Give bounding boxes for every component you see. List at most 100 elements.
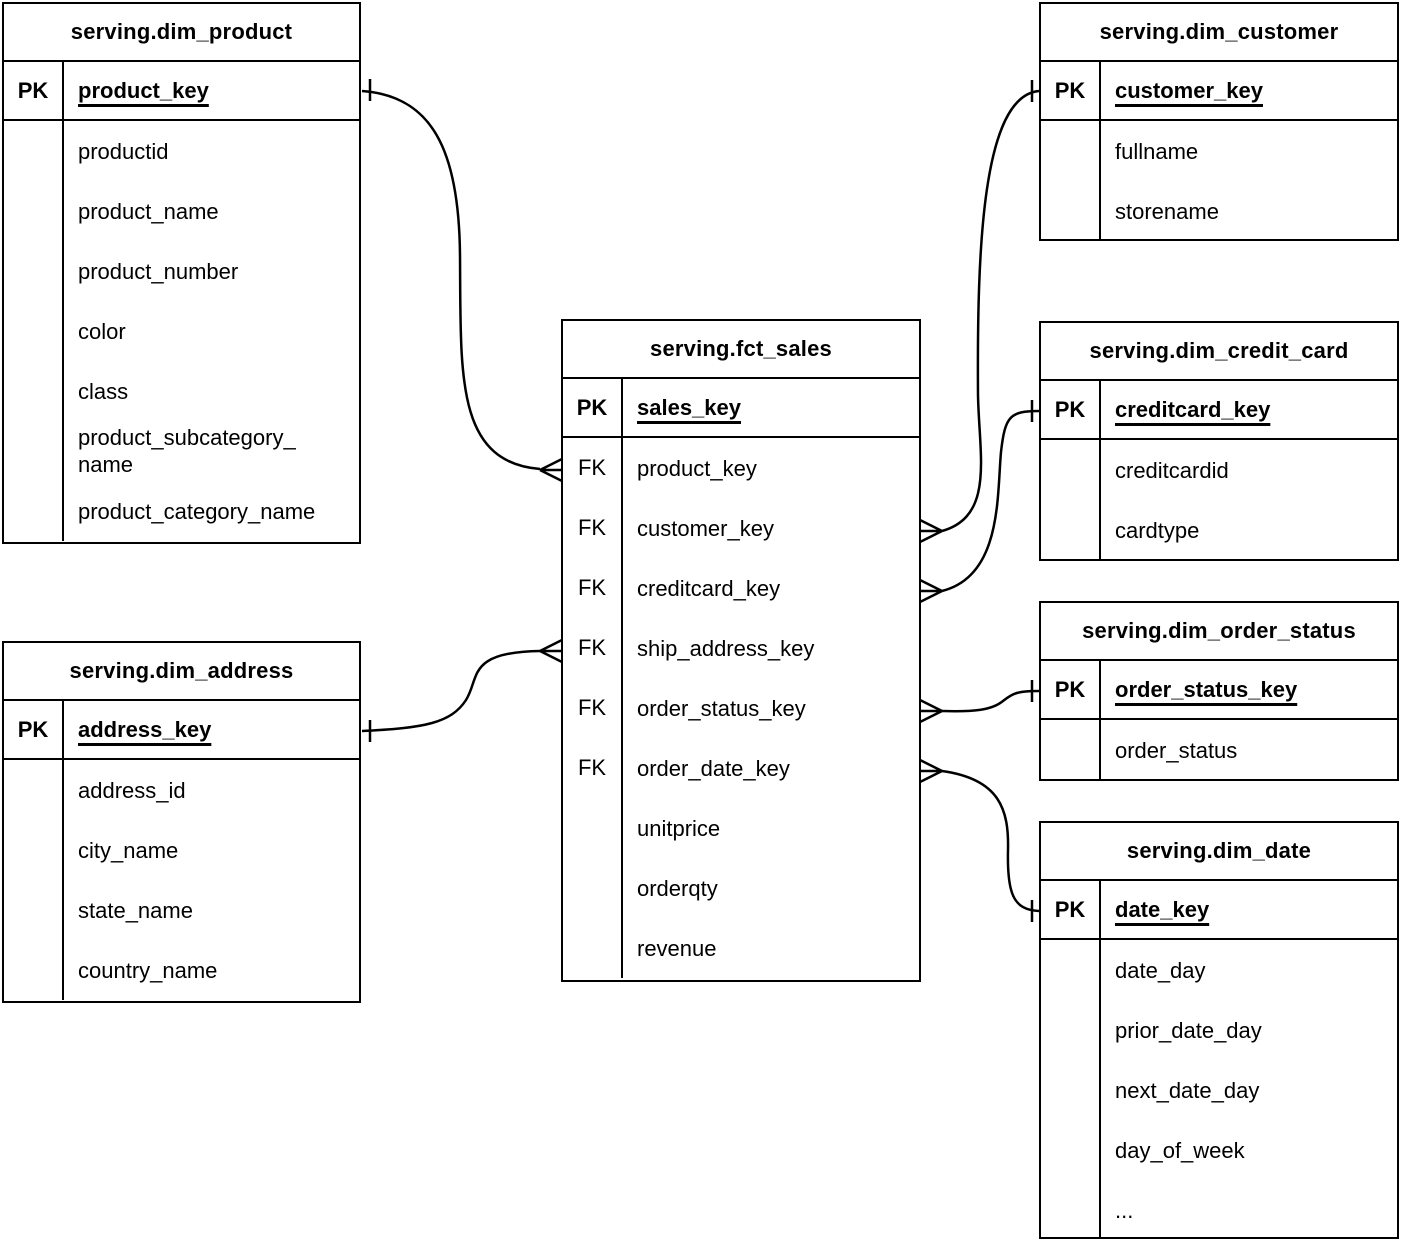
field-name: city_name bbox=[78, 837, 179, 863]
field-name: address_id bbox=[78, 777, 186, 803]
key-badge bbox=[4, 301, 64, 361]
table-row: storename bbox=[1041, 181, 1397, 239]
fk-badge: FK bbox=[563, 618, 623, 678]
key-badge bbox=[4, 880, 64, 940]
pk-row: PK address_key bbox=[4, 701, 359, 760]
table-title: serving.dim_product bbox=[4, 4, 359, 62]
table-row: order_status bbox=[1041, 720, 1397, 779]
entity-table-dim-order-status: serving.dim_order_status PK order_status… bbox=[1039, 601, 1399, 781]
fk-badge: FK bbox=[563, 438, 623, 498]
field-name: unitprice bbox=[637, 815, 721, 841]
table-row: orderqty bbox=[563, 858, 919, 918]
field-name: product_name bbox=[78, 198, 219, 224]
key-badge bbox=[4, 760, 64, 820]
field-name: creditcardid bbox=[1115, 457, 1229, 483]
table-row: state_name bbox=[4, 880, 359, 940]
key-badge bbox=[563, 858, 623, 918]
table-title: serving.dim_customer bbox=[1041, 4, 1397, 62]
table-row: color bbox=[4, 301, 359, 361]
key-badge bbox=[4, 481, 64, 541]
table-row: address_id bbox=[4, 760, 359, 820]
pk-badge: PK bbox=[1041, 881, 1101, 938]
table-row: FK order_date_key bbox=[563, 738, 919, 798]
key-badge bbox=[4, 940, 64, 1000]
table-row: product_subcategory_ name bbox=[4, 421, 359, 481]
field-name: order_status_key bbox=[637, 695, 806, 721]
field-name: country_name bbox=[78, 957, 218, 983]
key-badge bbox=[563, 918, 623, 978]
relationship-creditcard bbox=[919, 400, 1040, 604]
key-badge bbox=[1041, 1060, 1101, 1120]
field-name: order_date_key bbox=[637, 755, 790, 781]
table-row: class bbox=[4, 361, 359, 421]
pk-badge: PK bbox=[4, 62, 64, 119]
relationship-order-date bbox=[919, 758, 1040, 922]
field-name: productid bbox=[78, 138, 169, 164]
key-badge bbox=[1041, 720, 1101, 779]
field-name: customer_key bbox=[637, 515, 774, 541]
key-badge bbox=[1041, 940, 1101, 1000]
entity-table-dim-customer: serving.dim_customer PK customer_key ful… bbox=[1039, 2, 1399, 241]
table-row: day_of_week bbox=[1041, 1120, 1397, 1180]
field-name: next_date_day bbox=[1115, 1077, 1260, 1103]
crow-foot-many-icon bbox=[539, 638, 563, 664]
key-badge bbox=[4, 361, 64, 421]
table-title: serving.dim_credit_card bbox=[1041, 323, 1397, 381]
fk-badge: FK bbox=[563, 558, 623, 618]
pk-row: PK date_key bbox=[1041, 881, 1397, 940]
pk-row: PK creditcard_key bbox=[1041, 381, 1397, 440]
key-badge bbox=[1041, 121, 1101, 181]
field-name: fullname bbox=[1115, 138, 1199, 164]
relationship-order-status bbox=[919, 680, 1040, 724]
pk-badge: PK bbox=[1041, 381, 1101, 438]
table-title: serving.dim_order_status bbox=[1041, 603, 1397, 661]
table-title: serving.fct_sales bbox=[563, 321, 919, 379]
field-name: product_subcategory_ name bbox=[78, 425, 296, 477]
field-name: orderqty bbox=[637, 875, 718, 901]
field-name: order_status bbox=[1115, 737, 1238, 763]
pk-badge: PK bbox=[1041, 661, 1101, 718]
table-row: product_category_name bbox=[4, 481, 359, 541]
crow-foot-many-icon bbox=[919, 698, 943, 724]
table-title: serving.dim_date bbox=[1041, 823, 1397, 881]
pk-field-name: creditcard_key bbox=[1115, 397, 1271, 422]
pk-row: PK customer_key bbox=[1041, 62, 1397, 121]
key-badge bbox=[4, 820, 64, 880]
table-row: product_name bbox=[4, 181, 359, 241]
key-badge bbox=[1041, 440, 1101, 500]
pk-row: PK product_key bbox=[4, 62, 359, 121]
pk-field-name: address_key bbox=[78, 717, 212, 742]
relationship-line bbox=[941, 89, 1040, 533]
field-name: ... bbox=[1115, 1197, 1134, 1223]
table-row: city_name bbox=[4, 820, 359, 880]
table-row: productid bbox=[4, 121, 359, 181]
pk-field-name: order_status_key bbox=[1115, 677, 1298, 702]
relationship-line bbox=[941, 409, 1040, 593]
crow-foot-many-icon bbox=[539, 457, 563, 483]
table-row: fullname bbox=[1041, 121, 1397, 181]
field-name: prior_date_day bbox=[1115, 1017, 1262, 1043]
crow-foot-many-icon bbox=[919, 758, 943, 784]
relationship-line bbox=[941, 769, 1040, 913]
field-name: color bbox=[78, 318, 126, 344]
field-name: product_key bbox=[637, 455, 757, 481]
key-badge bbox=[4, 421, 64, 481]
key-badge bbox=[4, 121, 64, 181]
table-row: prior_date_day bbox=[1041, 1000, 1397, 1060]
crow-foot-many-icon bbox=[919, 578, 943, 604]
pk-row: PK sales_key bbox=[563, 379, 919, 438]
table-row: date_day bbox=[1041, 940, 1397, 1000]
key-badge bbox=[1041, 1120, 1101, 1180]
field-name: date_day bbox=[1115, 957, 1206, 983]
field-name: state_name bbox=[78, 897, 193, 923]
key-badge bbox=[4, 241, 64, 301]
fk-badge: FK bbox=[563, 738, 623, 798]
crow-foot-many-icon bbox=[919, 518, 943, 544]
entity-table-dim-credit-card: serving.dim_credit_card PK creditcard_ke… bbox=[1039, 321, 1399, 561]
entity-table-fct-sales: serving.fct_sales PK sales_key FK produc… bbox=[561, 319, 921, 982]
pk-badge: PK bbox=[4, 701, 64, 758]
key-badge bbox=[1041, 500, 1101, 559]
field-name: cardtype bbox=[1115, 517, 1200, 543]
fk-badge: FK bbox=[563, 498, 623, 558]
